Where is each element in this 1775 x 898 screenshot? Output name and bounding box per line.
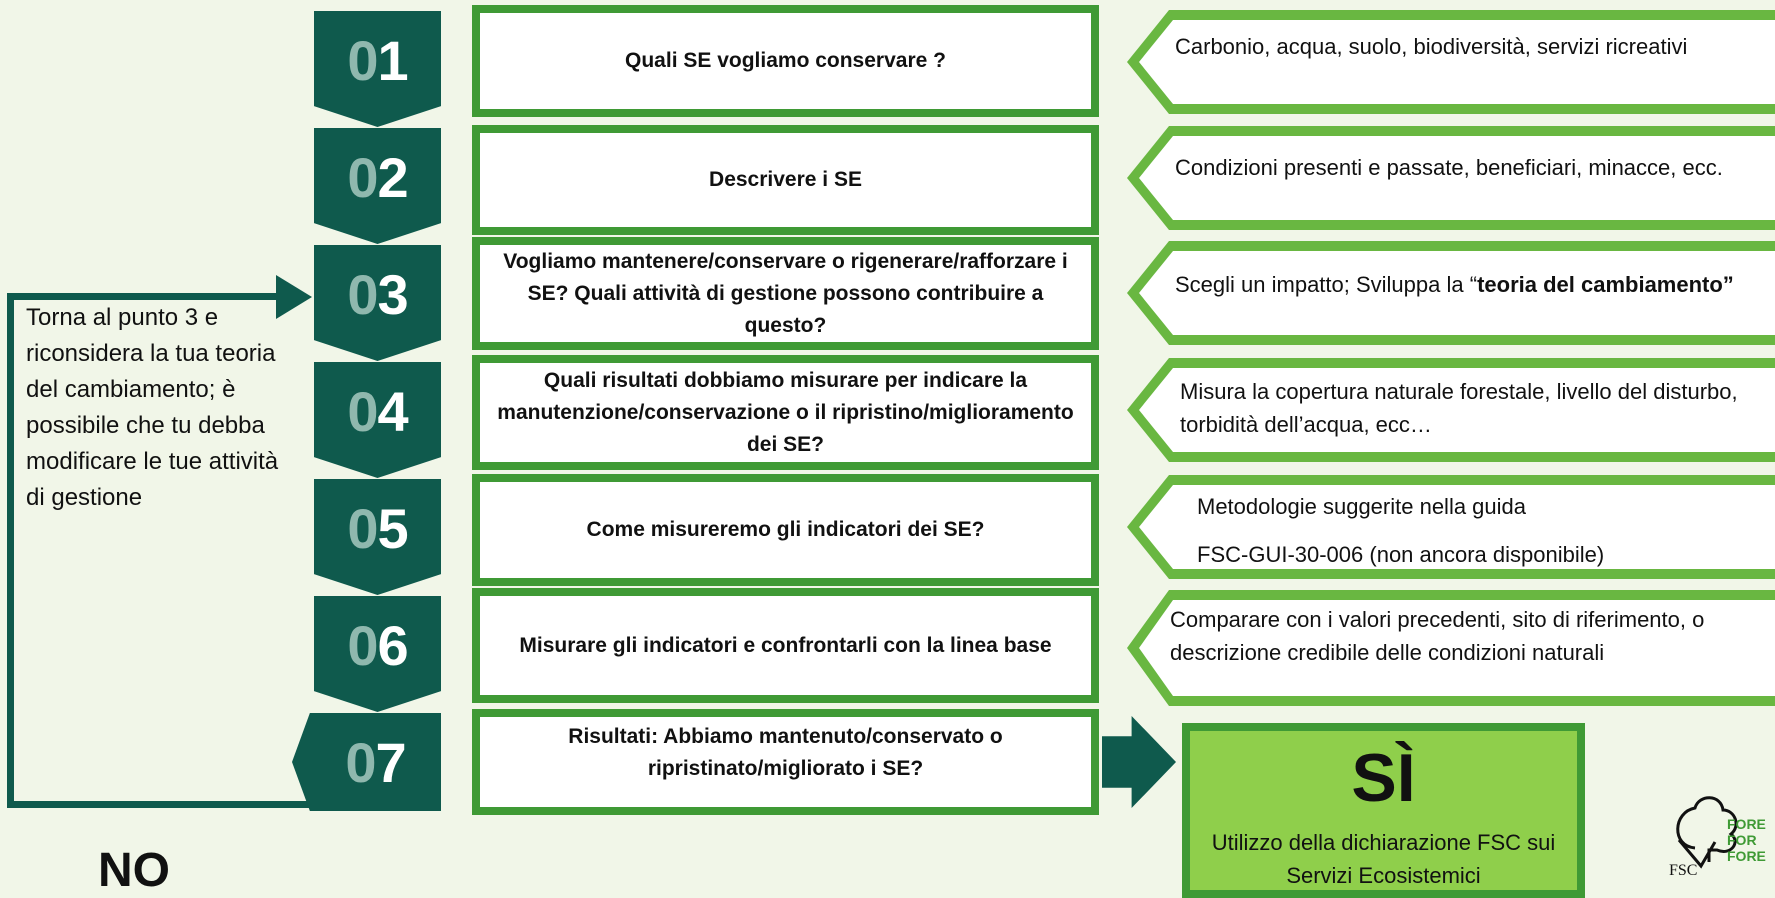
step-digit-1: 0	[345, 730, 376, 794]
logo-line-2: FOR	[1727, 832, 1757, 848]
step-digit-1: 0	[347, 28, 378, 92]
step-digit-2: 6	[377, 613, 409, 677]
hint-text-03: Scegli un impatto; Sviluppa la “teoria d…	[1175, 268, 1765, 301]
hint-arrow-01	[1127, 10, 1775, 114]
step-question-07: Risultati: Abbiamo mantenuto/conservato …	[472, 709, 1099, 815]
loop-line-top	[7, 293, 282, 300]
loop-text: Torna al punto 3 e riconsidera la tua te…	[26, 304, 279, 511]
yes-box: SÌ Utilizzo della dichiarazione FSC sui …	[1182, 723, 1585, 898]
loop-line-vertical	[7, 296, 14, 808]
step-digit-1: 0	[347, 496, 378, 560]
yes-arrow-icon	[1102, 716, 1176, 808]
step-digit-1: 0	[347, 613, 378, 677]
hint-arrow-05	[1127, 475, 1775, 579]
hint-text-04: Misura la copertura naturale forestale, …	[1180, 379, 1738, 437]
hint-text-02: Condizioni presenti e passate, beneficia…	[1175, 155, 1723, 180]
hint-text-05-line2: FSC-GUI-30-006 (non ancora disponibile)	[1197, 542, 1605, 567]
hint-arrow-03	[1127, 241, 1775, 345]
step-digit-2: 2	[377, 145, 409, 209]
step-question-04: Quali risultati dobbiamo misurare per in…	[472, 355, 1099, 470]
step-digit-2: 3	[377, 262, 409, 326]
step-question-02: Descrivere i SE	[472, 125, 1099, 235]
logo-line-3: FORE	[1727, 848, 1766, 864]
step-digit-1: 0	[347, 379, 378, 443]
step-digit-1: 0	[347, 145, 378, 209]
step-question-03: Vogliamo mantenere/conservare o rigenera…	[472, 237, 1099, 350]
hint-text-03-bold: teoria del cambiamento”	[1477, 272, 1734, 297]
step-question-06: Misurare gli indicatori e confrontarli c…	[472, 588, 1099, 703]
logo-fsc-text: FSC	[1669, 862, 1698, 879]
yes-title: SÌ	[1351, 740, 1416, 816]
step-digit-2: 5	[377, 496, 409, 560]
hint-text-01: Carbonio, acqua, suolo, biodiversità, se…	[1175, 34, 1688, 59]
logo-line-1: FORE	[1727, 816, 1766, 832]
hint-arrow-06	[1127, 590, 1775, 706]
no-label: NO	[98, 844, 170, 897]
step-question-05: Come misureremo gli indicatori dei SE?	[472, 474, 1099, 586]
step-digit-2: 1	[377, 28, 409, 92]
hint-arrow-04	[1127, 358, 1775, 462]
hint-arrow-02	[1127, 126, 1775, 230]
fsc-tree-logo-icon	[1676, 796, 1738, 869]
hint-text-06: Comparare con i valori precedenti, sito …	[1170, 607, 1705, 665]
step-digit-2: 4	[377, 379, 409, 443]
step-question-01: Quali SE vogliamo conservare ?	[472, 5, 1099, 117]
step-digit-1: 0	[347, 262, 378, 326]
step-digit-2: 7	[375, 730, 407, 794]
hint-text-05-line1: Metodologie suggerite nella guida	[1197, 494, 1527, 519]
yes-subtitle: Utilizzo della dichiarazione FSC sui Ser…	[1211, 830, 1556, 888]
loop-line-bottom	[7, 801, 312, 808]
logo-wordmark: FORE FOR FORE	[1727, 816, 1766, 864]
hint-text-03-normal: Scegli un impatto; Sviluppa la “	[1175, 272, 1478, 297]
